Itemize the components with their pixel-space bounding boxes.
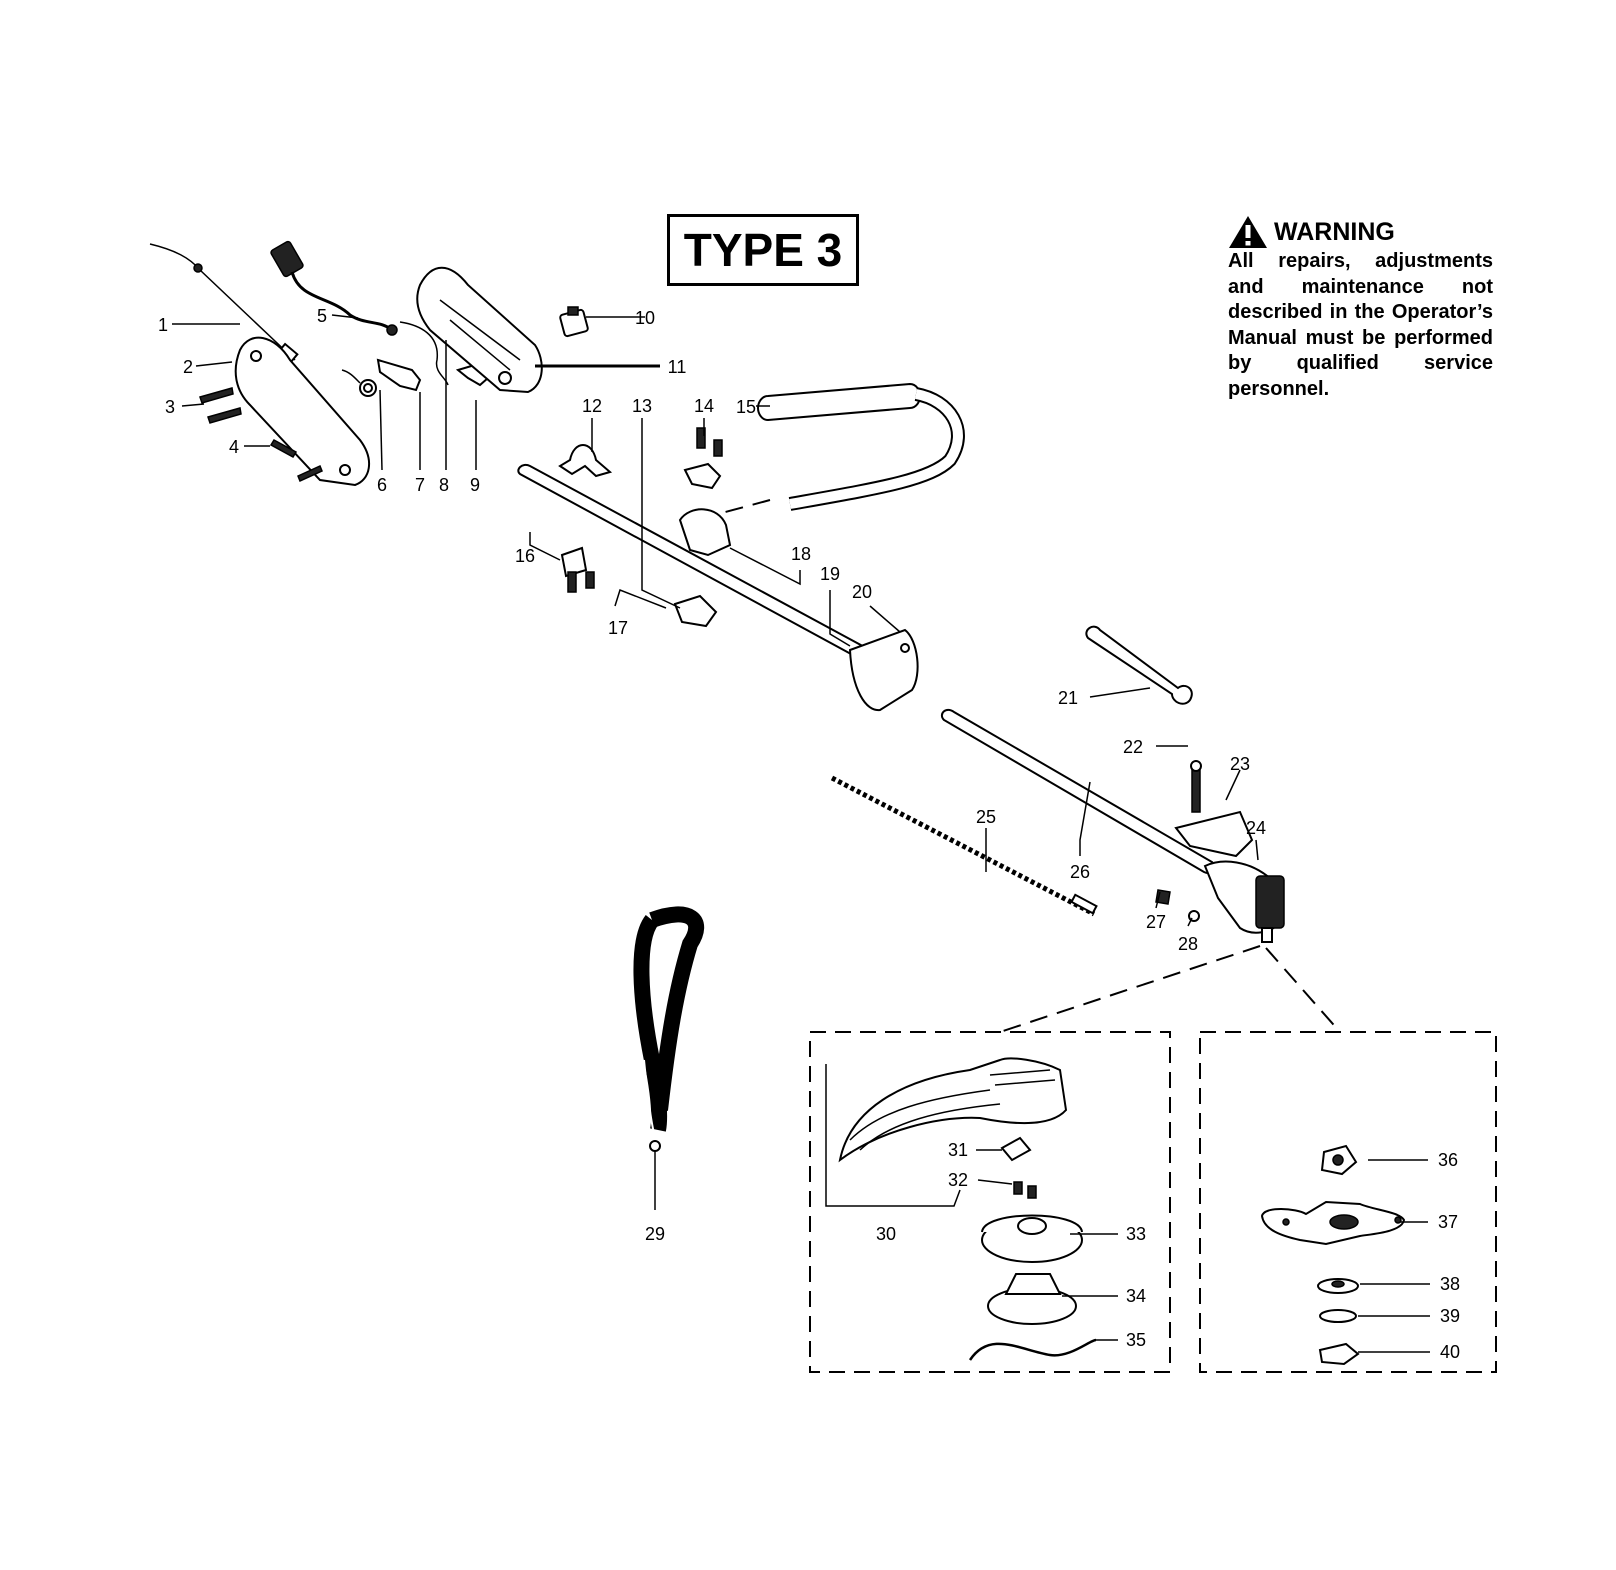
callout-14: 14 (694, 396, 714, 416)
connector-line-left (999, 945, 1261, 1033)
leader-lines (172, 314, 1430, 1353)
gearbox-24 (1203, 860, 1285, 943)
inset-box-trimmer-head (809, 1031, 1171, 1373)
callout-33: 33 (1126, 1224, 1146, 1244)
shield-bracket-23 (1174, 810, 1254, 858)
screws-4 (269, 438, 323, 483)
callout-28: 28 (1178, 934, 1198, 954)
callout-29: 29 (645, 1224, 665, 1244)
screws-32 (1013, 1181, 1037, 1199)
drive-shaft-25 (830, 775, 1098, 917)
screw-14 (696, 427, 723, 457)
callout-34: 34 (1126, 1286, 1146, 1306)
nut-36 (1320, 1144, 1358, 1176)
callout-25: 25 (976, 807, 996, 827)
spool-housing-33 (981, 1214, 1083, 1263)
callout-4: 4 (229, 437, 239, 457)
wrench-21 (1085, 625, 1193, 705)
callout-13: 13 (632, 396, 652, 416)
diagram-title: TYPE 3 (667, 214, 859, 286)
cup-39 (1319, 1309, 1357, 1323)
callout-22: 22 (1123, 737, 1143, 757)
trigger-7 (376, 358, 422, 392)
callout-38: 38 (1440, 1274, 1460, 1294)
callout-12: 12 (582, 396, 602, 416)
callout-18: 18 (791, 544, 811, 564)
clamp-12 (558, 444, 613, 478)
callout-7: 7 (415, 475, 425, 495)
trigger-lock-8 (399, 321, 449, 386)
screws-3 (199, 387, 242, 424)
blade-37 (1260, 1200, 1406, 1246)
ignition-wire (270, 240, 398, 336)
warning-triangle-icon (1229, 216, 1267, 248)
handle-clamp-13 (683, 462, 722, 490)
callout-23: 23 (1230, 754, 1250, 774)
callout-8: 8 (439, 475, 449, 495)
nut-40 (1318, 1342, 1360, 1366)
callout-21: 21 (1058, 688, 1078, 708)
assist-handle-15 (717, 382, 965, 515)
callout-3: 3 (165, 397, 175, 417)
handle-housing-right-11 (416, 266, 543, 394)
callout-15: 15 (736, 397, 756, 417)
callout-10: 10 (635, 308, 655, 328)
harness-29 (633, 906, 705, 1152)
callout-30: 30 (876, 1224, 896, 1244)
callout-26: 26 (1070, 862, 1090, 882)
callout-9: 9 (470, 475, 480, 495)
callout-24: 24 (1246, 818, 1266, 838)
callout-35: 35 (1126, 1330, 1146, 1350)
callout-16: 16 (515, 546, 535, 566)
callout-20: 20 (852, 582, 872, 602)
callout-5: 5 (317, 306, 327, 326)
inset-box-blade (1199, 1031, 1497, 1373)
shield-30 (838, 1057, 1068, 1163)
handle-housing-left (234, 336, 370, 487)
warning-header: WARNING (1228, 215, 1493, 249)
screws-17 (567, 571, 718, 628)
warning-notice: WARNING All repairs, adjustments and mai… (1228, 215, 1493, 402)
spring-6 (341, 369, 377, 397)
warning-text: All repairs, adjustments and maintenance… (1228, 250, 1493, 400)
callout-27: 27 (1146, 912, 1166, 932)
callout-2: 2 (183, 357, 193, 377)
clamp-16 (560, 546, 588, 578)
blade-31 (1000, 1136, 1032, 1162)
screw-22 (1190, 760, 1202, 813)
callout-1: 1 (158, 315, 168, 335)
drive-shaft-housing-lower-26 (940, 708, 1216, 874)
callout-32: 32 (948, 1170, 968, 1190)
throttle-cable (149, 243, 299, 364)
callout-36: 36 (1438, 1150, 1458, 1170)
connector-line-right (1265, 947, 1341, 1033)
callout-39: 39 (1440, 1306, 1460, 1326)
switch-10 (559, 306, 589, 338)
handle-bracket (678, 508, 732, 557)
spool-34 (987, 1273, 1077, 1325)
callout-17: 17 (608, 618, 628, 638)
callout-40: 40 (1440, 1342, 1460, 1362)
callout-6: 6 (377, 475, 387, 495)
coupling-20 (848, 628, 919, 712)
washer-38 (1317, 1278, 1359, 1294)
callout-19: 19 (820, 564, 840, 584)
trimmer-line-35 (968, 1338, 1097, 1361)
callout-31: 31 (948, 1140, 968, 1160)
callout-37: 37 (1438, 1212, 1458, 1232)
callout-11: 11 (668, 357, 687, 377)
warning-heading: WARNING (1274, 217, 1395, 246)
